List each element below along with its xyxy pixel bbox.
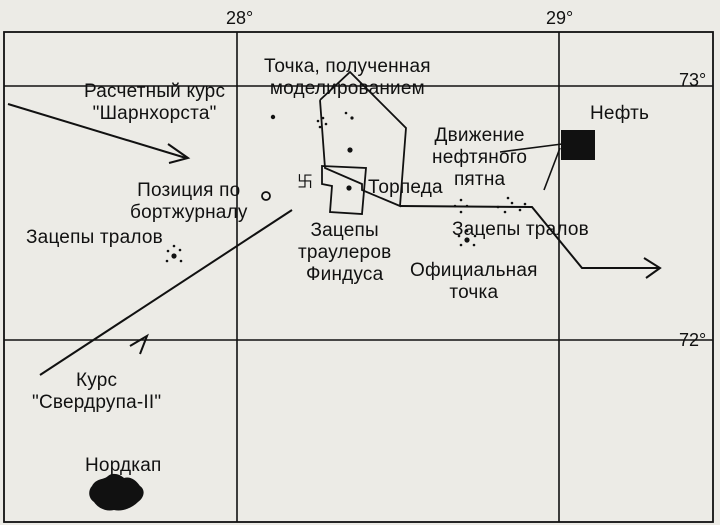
oil-patch [561,130,595,160]
scharnhorst-course-label: Расчетный курс "Шарнхорста" [84,81,226,124]
dot [270,114,276,120]
official-point-label: Официальная точка [410,260,538,303]
trawl-hooks-right-cluster [453,196,527,214]
modelled-point-cluster [316,111,354,129]
dot [346,185,352,191]
findus-hooks-box [321,165,367,215]
official-point-marker [457,229,477,247]
oil-label: Нефть [590,103,650,124]
nordkap-landmass [89,473,144,511]
findus-hooks-label: Зацепы траулеров Финдуса [298,220,392,285]
map-frame [3,31,714,523]
oil-motion-label: Движение нефтяного пятна [432,125,528,190]
torpedo-label: Торпеда [368,177,443,198]
oil-drift-line [543,147,561,191]
lat-73-label: 73° [679,70,707,90]
lon-28-label: 28° [226,8,254,28]
trawl-hooks-left-marker [165,244,183,263]
sverdrup-course-line [39,209,293,376]
logbook-position-circle [261,191,271,201]
nordkap-label: Нордкап [85,455,162,476]
dot [347,147,353,153]
sverdrup-course-label: Курс "Свердрупа-II" [32,370,162,413]
modelled-area-outline [319,70,407,208]
oil-pointer-line [499,143,563,153]
modelled-point-label: Точка, полученная моделированием [264,56,431,99]
trawl-hooks-right-label: Зацепы тралов [452,219,589,240]
scharnhorst-course-arrow [7,103,191,164]
logbook-position-label: Позиция по бортжурналу [130,180,248,223]
lat-72-label: 72° [679,330,707,350]
swastika-icon: 卐 [297,174,314,191]
trawl-hooks-left-label: Зацепы тралов [26,227,163,248]
lon-29-label: 29° [546,8,574,28]
